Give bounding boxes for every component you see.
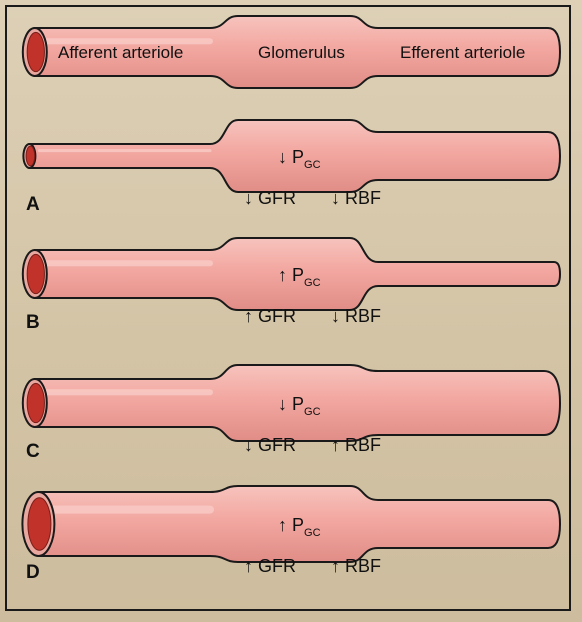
rbf-change: ↑ RBF bbox=[331, 556, 381, 576]
afferent-label: Afferent arteriole bbox=[58, 43, 183, 62]
lumen-opening bbox=[27, 254, 44, 293]
gfr-change: ↑ GFR bbox=[244, 306, 296, 326]
gfr-change: ↓ GFR bbox=[244, 188, 296, 208]
rbf-change: ↑ RBF bbox=[331, 435, 381, 455]
rbf-change: ↓ RBF bbox=[331, 188, 381, 208]
panels-layer: Afferent arteriole Glomerulus Efferent art… bbox=[22, 16, 560, 583]
panel-letter: C bbox=[26, 441, 40, 462]
lumen-opening bbox=[28, 498, 51, 550]
gfr-change: ↓ GFR bbox=[244, 435, 296, 455]
efferent-label: Efferent arteriole bbox=[400, 43, 525, 62]
gfr-change: ↑ GFR bbox=[244, 556, 296, 576]
lumen-opening bbox=[27, 32, 44, 71]
panel-reference: Afferent arteriole Glomerulus Efferent art… bbox=[23, 16, 560, 88]
panel-letter: B bbox=[26, 312, 40, 333]
lumen-opening bbox=[26, 146, 35, 166]
rbf-change: ↓ RBF bbox=[331, 306, 381, 326]
glomerulus-label: Glomerulus bbox=[258, 43, 345, 62]
panel-letter: D bbox=[26, 562, 40, 583]
lumen-opening bbox=[27, 383, 44, 422]
panel-letter: A bbox=[26, 194, 40, 215]
